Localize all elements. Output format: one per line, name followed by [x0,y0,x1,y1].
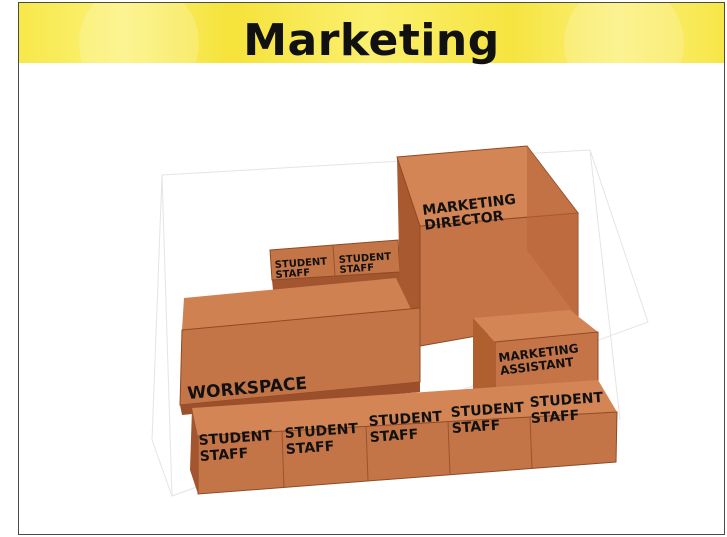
slide-title: Marketing [243,15,500,66]
student-staff-front-block: STUDENT STAFF STUDENT STAFF STUDENT STAF… [190,380,618,495]
student-staff-front-2-label: STUDENT STAFF [284,421,364,458]
workspace-block: WORKSPACE [179,278,421,415]
title-banner [19,3,724,103]
marketing-director-block: MARKETING DIRECTOR [396,145,579,347]
student-staff-back-1-label: STUDENT STAFF [274,256,331,281]
student-staff-front-5-label: STUDENT STAFF [529,390,609,427]
marketing-assistant-block: MARKETING ASSISTANT [473,310,599,393]
student-staff-front-3-label: STUDENT STAFF [368,409,448,446]
student-staff-back-2-label: STUDENT STAFF [338,251,395,276]
student-staff-front-4-label: STUDENT STAFF [450,400,530,437]
student-staff-front-1-label: STUDENT STAFF [198,428,278,465]
